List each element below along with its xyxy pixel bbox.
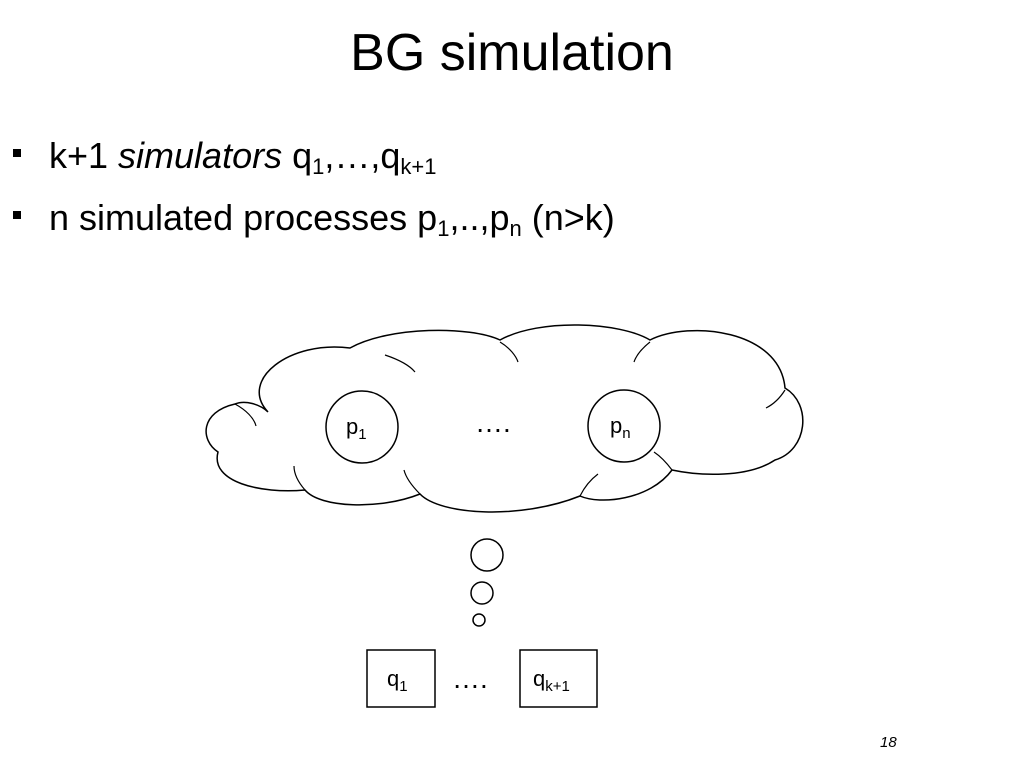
bullet-list: k+1 simulators q1,…,qk+1 n simulated pro… bbox=[8, 130, 1008, 254]
subscript: k+1 bbox=[400, 154, 437, 179]
thought-bubble-medium bbox=[470, 581, 494, 605]
subscript: 1 bbox=[437, 216, 450, 241]
slide-title: BG simulation bbox=[350, 24, 674, 82]
process-node-pn: pn bbox=[587, 389, 661, 463]
thought-bubble-small bbox=[472, 613, 486, 627]
simulator-ellipsis: …. bbox=[452, 663, 488, 694]
node-subscript: k+1 bbox=[545, 678, 570, 695]
page-number: 18 bbox=[880, 734, 897, 751]
node-label: p bbox=[346, 414, 358, 439]
svg-text:p1: p1 bbox=[346, 414, 367, 443]
simulator-box-q1: q1 bbox=[366, 649, 436, 708]
bullet-text-part: ,…,q bbox=[324, 135, 401, 176]
thought-cloud bbox=[205, 324, 804, 513]
thought-bubble-large bbox=[470, 538, 504, 572]
bullet-simulated-processes: n simulated processes p1,..,pn (n>k) bbox=[8, 192, 1008, 254]
bullet-text-part: n simulated processes p bbox=[49, 197, 438, 238]
node-subscript: 1 bbox=[399, 678, 407, 695]
bullet-text: k+1 simulators q1,…,qk+1 bbox=[49, 130, 437, 182]
svg-text:qk+1: qk+1 bbox=[533, 666, 570, 695]
node-label: q bbox=[387, 666, 399, 691]
process-node-p1: p1 bbox=[325, 390, 399, 464]
bullet-text-part: q bbox=[282, 135, 313, 176]
bullet-text-part: (n>k) bbox=[521, 197, 615, 238]
svg-text:pn: pn bbox=[610, 413, 631, 442]
bullet-italic-term: simulators bbox=[118, 135, 283, 176]
bullet-simulators: k+1 simulators q1,…,qk+1 bbox=[8, 130, 1008, 192]
bullet-text-part: k+1 bbox=[49, 135, 119, 176]
node-label: q bbox=[533, 666, 545, 691]
cloud-ellipsis: …. bbox=[475, 407, 511, 438]
svg-text:q1: q1 bbox=[387, 666, 408, 695]
bullet-square-icon bbox=[13, 149, 21, 157]
bullet-text: n simulated processes p1,..,pn (n>k) bbox=[49, 192, 615, 244]
subscript: 1 bbox=[312, 154, 325, 179]
subscript: n bbox=[509, 216, 522, 241]
node-subscript: n bbox=[622, 425, 630, 442]
bullet-text-part: ,..,p bbox=[449, 197, 510, 238]
node-subscript: 1 bbox=[358, 426, 366, 443]
thought-bubbles bbox=[470, 538, 504, 627]
simulator-box-qk1: qk+1 bbox=[519, 649, 598, 708]
node-label: p bbox=[610, 413, 622, 438]
bullet-square-icon bbox=[13, 211, 21, 219]
